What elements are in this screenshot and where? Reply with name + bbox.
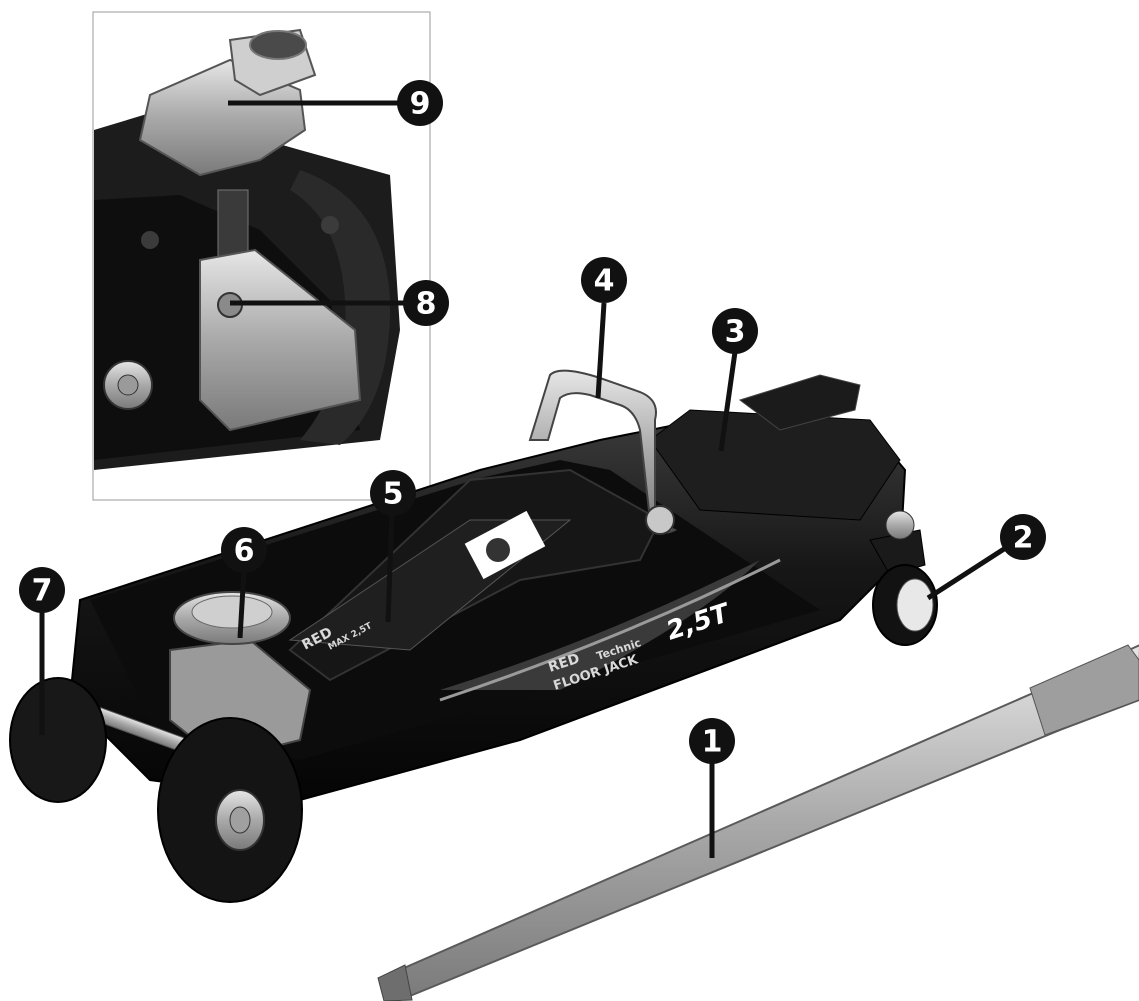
inset-piston bbox=[217, 189, 249, 261]
callout-9-label: 9 bbox=[410, 87, 431, 122]
tube-end bbox=[377, 964, 413, 1001]
callout-6: 6 bbox=[221, 527, 267, 573]
handle-pivot-bolt bbox=[645, 505, 675, 535]
leader-2 bbox=[926, 546, 1006, 601]
callout-6-label: 6 bbox=[234, 534, 255, 569]
instruction-sticker: RED MAX 2,5T bbox=[288, 510, 572, 654]
side-stripe bbox=[439, 558, 781, 702]
side-swoosh bbox=[440, 560, 760, 690]
callout-4-label: 4 bbox=[594, 264, 615, 299]
callout-3: 3 bbox=[712, 308, 758, 354]
callout-7: 7 bbox=[19, 567, 65, 613]
callout-9: 9 bbox=[397, 80, 443, 126]
callout-badges: 1 2 3 4 5 6 7 8 bbox=[19, 80, 1046, 764]
inset-sleeve-opening bbox=[249, 30, 307, 60]
inset-flange bbox=[290, 170, 391, 445]
caster-bolt bbox=[885, 510, 915, 540]
callout-1-label: 1 bbox=[702, 725, 723, 760]
callout-7-label: 7 bbox=[32, 574, 53, 609]
front-wheels bbox=[9, 677, 303, 903]
tube-grip bbox=[1029, 644, 1139, 736]
front-wheel-left bbox=[9, 677, 107, 803]
rear-socket bbox=[738, 374, 861, 431]
inset-bolt-center bbox=[117, 374, 139, 396]
saddle-top bbox=[191, 595, 273, 629]
handle-tube bbox=[377, 644, 1139, 1001]
callout-4: 4 bbox=[581, 257, 627, 303]
callout-5-label: 5 bbox=[383, 477, 404, 512]
inset-rivet-2 bbox=[321, 216, 339, 234]
front-wheel-hub bbox=[229, 806, 251, 834]
inset-detail bbox=[92, 11, 431, 501]
leader-5 bbox=[385, 511, 395, 623]
leader-6 bbox=[237, 569, 247, 639]
sticker-wheel-icon bbox=[486, 538, 510, 562]
leader-3 bbox=[718, 351, 738, 452]
callout-3-label: 3 bbox=[725, 315, 746, 350]
caster-hub bbox=[896, 578, 934, 632]
rear-caster bbox=[869, 510, 938, 646]
callout-2: 2 bbox=[1000, 514, 1046, 560]
leader-4 bbox=[595, 302, 607, 399]
inset-rivet-1 bbox=[141, 231, 159, 249]
callout-8-label: 8 bbox=[416, 287, 437, 322]
callout-5: 5 bbox=[370, 470, 416, 516]
callout-2-label: 2 bbox=[1013, 521, 1034, 556]
callout-1: 1 bbox=[689, 718, 735, 764]
callout-8: 8 bbox=[403, 280, 449, 326]
inset-valve-body bbox=[199, 248, 362, 432]
rear-housing bbox=[649, 409, 901, 521]
callout-leaders bbox=[39, 100, 1006, 858]
